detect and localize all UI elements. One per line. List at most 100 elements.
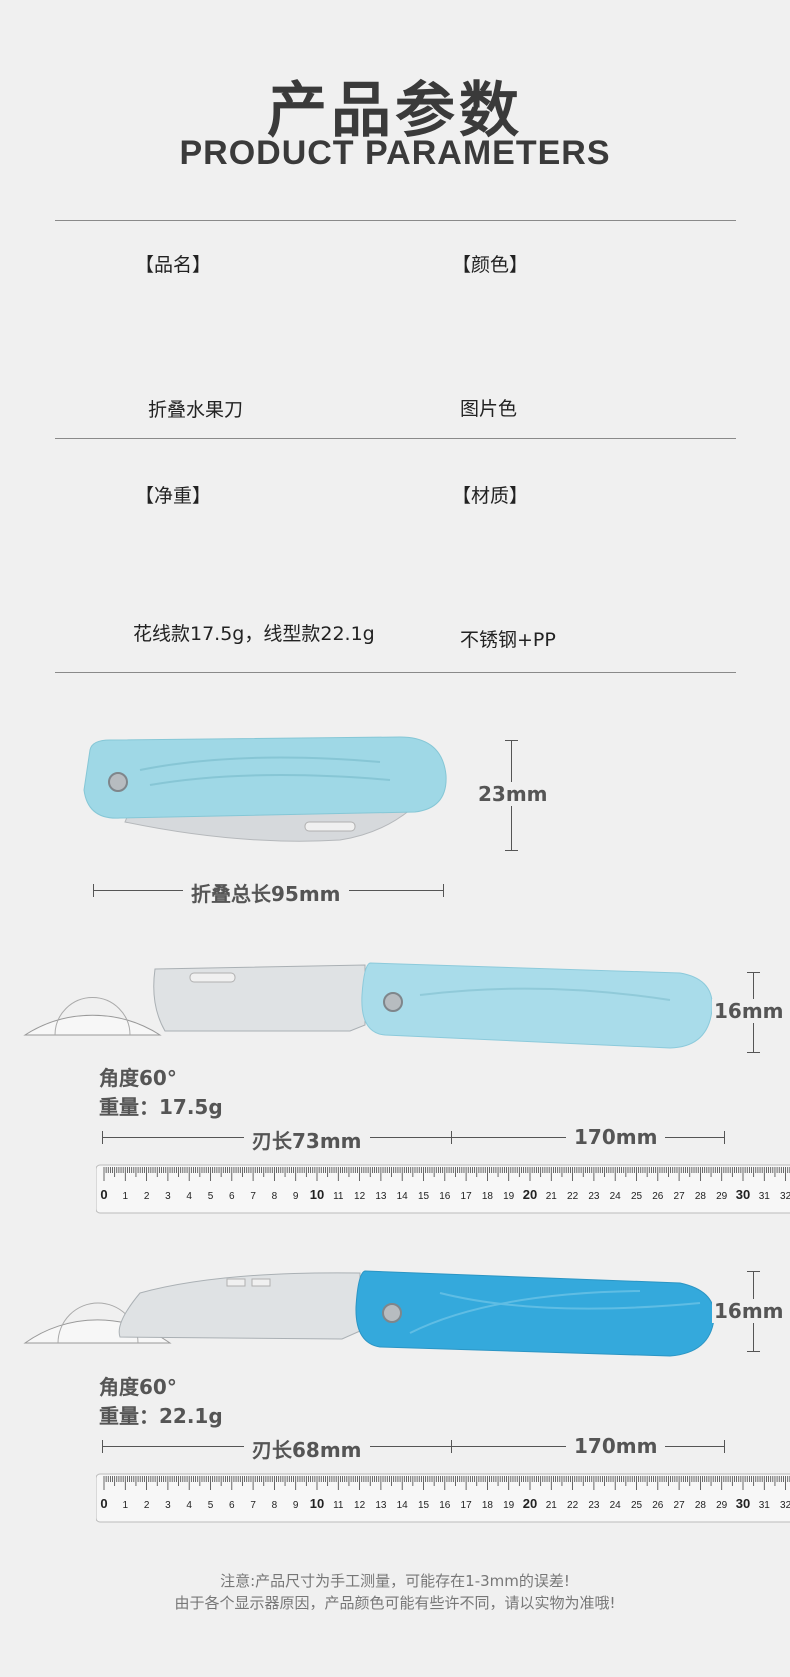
- knife1-tick-mid: [451, 1131, 452, 1144]
- ruler-number: 14: [397, 1500, 409, 1511]
- material-value: 不锈钢+PP: [460, 629, 556, 651]
- knife1-tick-right: [724, 1131, 725, 1144]
- divider-bottom: [55, 672, 736, 673]
- material-label: 【材质】: [452, 485, 529, 507]
- ruler-number: 18: [482, 1500, 494, 1511]
- ruler-number: 23: [588, 1500, 600, 1511]
- ruler-number: 5: [208, 1191, 214, 1202]
- ruler-number: 32: [780, 1500, 790, 1511]
- folded-knife-image: [83, 736, 447, 842]
- ruler-number: 9: [293, 1191, 299, 1202]
- ruler-number: 15: [418, 1500, 430, 1511]
- name-value: 折叠水果刀: [148, 399, 244, 421]
- ruler-number: 15: [418, 1191, 430, 1202]
- ruler-number: 2: [144, 1500, 150, 1511]
- knife2-tick-left: [102, 1440, 103, 1453]
- knife1-length-line: [102, 1137, 724, 1138]
- ruler-number: 29: [716, 1191, 728, 1202]
- ruler-number: 5: [208, 1500, 214, 1511]
- ruler-number: 16: [439, 1500, 451, 1511]
- ruler-number: 6: [229, 1500, 235, 1511]
- ruler-number: 3: [165, 1500, 171, 1511]
- ruler-number: 3: [165, 1191, 171, 1202]
- ruler-number: 31: [759, 1500, 771, 1511]
- open-knife-2-image: [23, 1270, 715, 1357]
- ruler-number: 24: [610, 1191, 622, 1202]
- ruler-number: 8: [272, 1500, 278, 1511]
- ruler-number: 0: [100, 1187, 107, 1202]
- ruler-number: 20: [523, 1496, 537, 1511]
- knife1-angle: 角度60°: [99, 1066, 177, 1090]
- ruler-number: 21: [546, 1500, 558, 1511]
- knife2-weight: 重量：22.1g: [99, 1404, 223, 1428]
- weight-label: 【净重】: [135, 485, 212, 507]
- ruler-number: 1: [123, 1500, 129, 1511]
- divider-middle: [55, 438, 736, 439]
- note-measurement: 注意:产品尺寸为手工测量，可能存在1-3mm的误差!: [220, 1572, 570, 1590]
- ruler-number: 28: [695, 1500, 707, 1511]
- ruler-number: 4: [186, 1500, 192, 1511]
- ruler-number: 19: [503, 1500, 515, 1511]
- ruler-number: 9: [293, 1500, 299, 1511]
- knife2-angle: 角度60°: [99, 1375, 177, 1399]
- ruler-number: 10: [310, 1187, 324, 1202]
- knife1-thickness-tick-bottom: [747, 1052, 760, 1053]
- knife2-length-line: [102, 1446, 724, 1447]
- ruler-number: 7: [250, 1500, 256, 1511]
- knife1-weight: 重量：17.5g: [99, 1095, 223, 1119]
- knife2-thickness-tick-top: [747, 1271, 760, 1272]
- ruler-number: 23: [588, 1191, 600, 1202]
- ruler-number: 2: [144, 1191, 150, 1202]
- folded-length-label: 折叠总长95mm: [183, 878, 349, 907]
- ruler-number: 20: [523, 1187, 537, 1202]
- color-value: 图片色: [460, 398, 518, 420]
- ruler-number: 12: [354, 1500, 366, 1511]
- ruler-number: 7: [250, 1191, 256, 1202]
- page-subtitle: PRODUCT PARAMETERS: [179, 134, 611, 172]
- divider-top: [55, 220, 736, 221]
- ruler-number: 1: [123, 1191, 129, 1202]
- name-label: 【品名】: [135, 254, 212, 276]
- ruler-number: 12: [354, 1191, 366, 1202]
- ruler-number: 18: [482, 1191, 494, 1202]
- ruler-number: 22: [567, 1500, 579, 1511]
- ruler-number: 28: [695, 1191, 707, 1202]
- ruler-number: 6: [229, 1191, 235, 1202]
- ruler-number: 10: [310, 1496, 324, 1511]
- folded-height-label: 23mm: [470, 782, 556, 806]
- ruler-number: 14: [397, 1191, 409, 1202]
- weight-value: 花线款17.5g，线型款22.1g: [133, 623, 375, 645]
- ruler-number: 29: [716, 1500, 728, 1511]
- ruler-number: 26: [652, 1191, 664, 1202]
- ruler-number: 25: [631, 1191, 643, 1202]
- knife2-tick-right: [724, 1440, 725, 1453]
- ruler-number: 32: [780, 1191, 790, 1202]
- folded-height-tick-top: [505, 740, 518, 741]
- knife1-blade-length: 刃长73mm: [244, 1125, 370, 1154]
- ruler-number: 13: [375, 1191, 387, 1202]
- ruler-number: 19: [503, 1191, 515, 1202]
- ruler-number: 17: [461, 1191, 473, 1202]
- knife1-handle-length: 170mm: [566, 1125, 666, 1149]
- folded-length-tick-left: [93, 884, 94, 897]
- knife2-blade-length: 刃长68mm: [244, 1434, 370, 1463]
- ruler-number: 27: [674, 1500, 686, 1511]
- color-label: 【颜色】: [452, 254, 529, 276]
- knife2-tick-mid: [451, 1440, 452, 1453]
- folded-height-tick-bottom: [505, 850, 518, 851]
- ruler-number: 17: [461, 1500, 473, 1511]
- knife2-thickness-tick-bottom: [747, 1351, 760, 1352]
- knife1-tick-left: [102, 1131, 103, 1144]
- ruler-number: 0: [100, 1496, 107, 1511]
- ruler-number: 8: [272, 1191, 278, 1202]
- ruler-number: 13: [375, 1500, 387, 1511]
- ruler-number: 30: [736, 1187, 750, 1202]
- ruler-number: 22: [567, 1191, 579, 1202]
- ruler-number: 25: [631, 1500, 643, 1511]
- ruler-number: 11: [333, 1500, 344, 1511]
- ruler-number: 27: [674, 1191, 686, 1202]
- knife1-thickness-tick-top: [747, 972, 760, 973]
- knife2-handle-length: 170mm: [566, 1434, 666, 1458]
